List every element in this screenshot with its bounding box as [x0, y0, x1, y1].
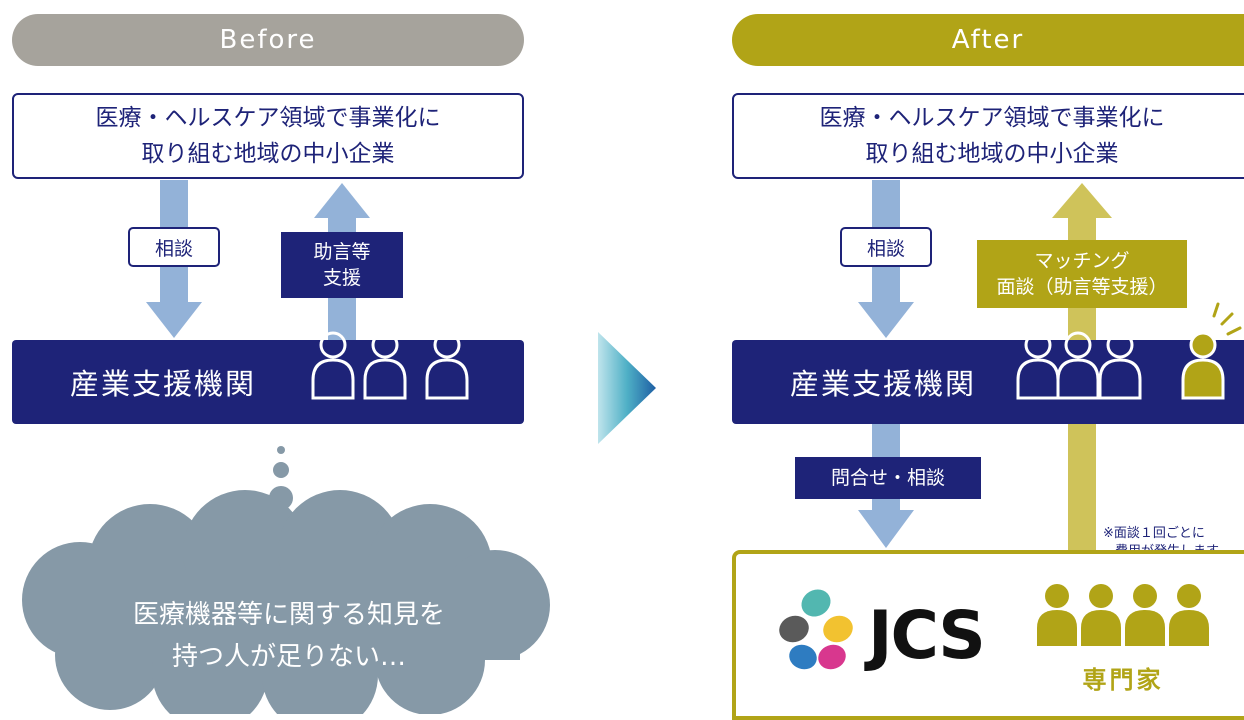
expert-person-icon [1125, 584, 1165, 646]
person-outline-icon [1056, 331, 1100, 400]
thought-cloud [22, 490, 550, 714]
after-matching-line1: マッチング [1034, 250, 1130, 272]
fee-note-line1: ※面談１回ごとに [1103, 526, 1205, 541]
after-consult-label: 相談 [840, 227, 932, 267]
before-sme-line2: 取り組む地域の中小企業 [141, 141, 395, 167]
before-sme-line1: 医療・ヘルスケア領域で事業化に [95, 105, 441, 131]
jcs-logo-mark-icon [779, 589, 853, 670]
before-institution-label: 産業支援機関 [70, 367, 257, 401]
person-outline-icon [425, 331, 469, 400]
person-outline-icon [311, 331, 355, 400]
before-advice-line2: 支援 [322, 267, 361, 289]
before-advice-line1: 助言等 [313, 241, 371, 263]
expert-person-icon [1169, 584, 1209, 646]
sparkle-icon [1212, 302, 1242, 336]
expert-person-icon [1181, 331, 1225, 400]
expert-person-icon [1081, 584, 1121, 646]
experts-label: 専門家 [1082, 666, 1164, 694]
cloud-line2: 持つ人が足りない… [171, 642, 406, 672]
expert-person-icon [1037, 584, 1077, 646]
person-outline-icon [363, 331, 407, 400]
after-institution-bar: 産業支援機関 [732, 340, 1244, 424]
after-institution-label: 産業支援機関 [790, 367, 977, 401]
after-matching-line2: 面談（助言等支援） [996, 276, 1168, 298]
cloud-line1: 医療機器等に関する知見を [132, 600, 445, 630]
jcs-logo-text: JCS [868, 597, 986, 674]
person-outline-icon [1098, 331, 1142, 400]
after-inquiry-label: 問合せ・相談 [795, 457, 981, 499]
after-header: After [732, 14, 1244, 66]
before-header: Before [12, 14, 524, 66]
thought-dot-medium [273, 462, 289, 478]
after-inquiry-text: 問合せ・相談 [830, 467, 945, 489]
after-matching-label: マッチング 面談（助言等支援） [977, 240, 1187, 308]
thought-dot-small [277, 446, 285, 454]
after-sme-line2: 取り組む地域の中小企業 [865, 141, 1119, 167]
before-consult-label: 相談 [128, 227, 220, 267]
before-advice-label: 助言等 支援 [281, 232, 403, 298]
after-sme-box: 医療・ヘルスケア領域で事業化に 取り組む地域の中小企業 [732, 93, 1244, 179]
after-sme-line1: 医療・ヘルスケア領域で事業化に [819, 105, 1165, 131]
before-sme-box: 医療・ヘルスケア領域で事業化に 取り組む地域の中小企業 [12, 93, 524, 179]
